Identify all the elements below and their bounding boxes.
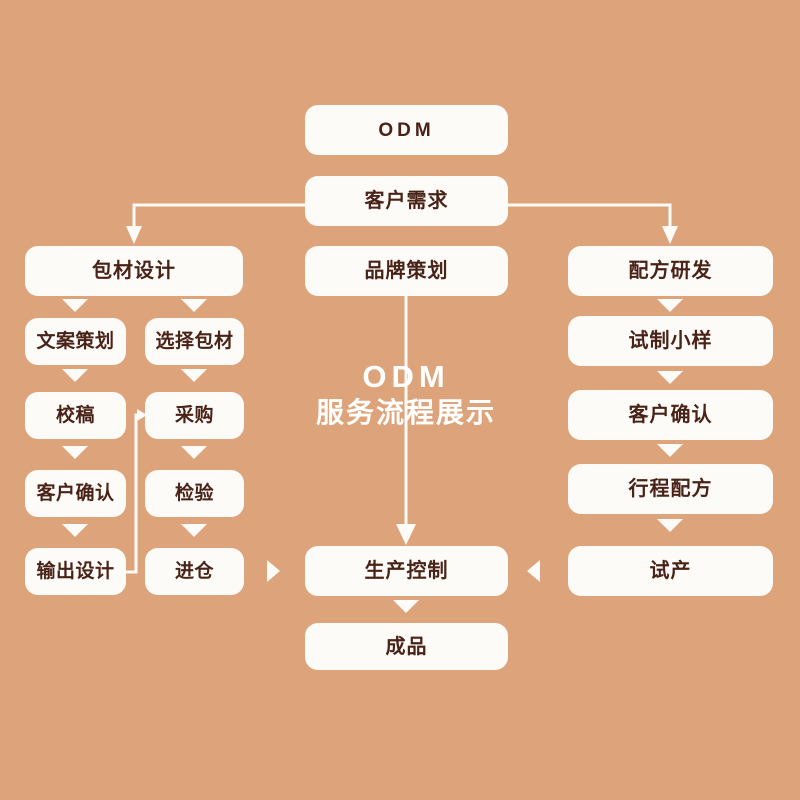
arrow-trial-sample-to-customer-confirm bbox=[657, 371, 683, 384]
node-copywriting[interactable]: 文案策划 bbox=[25, 318, 126, 365]
node-customer-demand-label: 客户需求 bbox=[364, 190, 449, 212]
node-select-package-label: 选择包材 bbox=[155, 331, 234, 352]
node-inspection-label: 检验 bbox=[174, 483, 214, 504]
arrow-production-control-to-finished-product bbox=[393, 600, 419, 613]
node-select-package[interactable]: 选择包材 bbox=[145, 318, 244, 365]
node-package-design-label: 包材设计 bbox=[92, 260, 176, 282]
node-production-control[interactable]: 生产控制 bbox=[305, 546, 508, 596]
arrow-process-formula-to-trial-production bbox=[657, 519, 683, 532]
center-watermark: ODM 服务流程展示 bbox=[300, 358, 512, 430]
node-process-formula-label: 行程配方 bbox=[628, 478, 713, 500]
arrow-package-design-to-select-package bbox=[181, 299, 207, 312]
node-finished-product-label: 成品 bbox=[385, 635, 428, 658]
node-warehousing-label: 进仓 bbox=[174, 561, 214, 582]
connector-brand-planning-to-production-control bbox=[396, 296, 416, 545]
node-copywriting-label: 文案策划 bbox=[36, 331, 115, 352]
node-warehousing[interactable]: 进仓 bbox=[145, 548, 244, 595]
arrow-warehousing-to-production-control bbox=[267, 560, 280, 582]
node-proofreading-label: 校稿 bbox=[55, 405, 95, 426]
arrow-copywriting-to-proofreading bbox=[62, 369, 88, 382]
node-customer-demand[interactable]: 客户需求 bbox=[305, 176, 508, 226]
node-brand-planning-label: 品牌策划 bbox=[364, 260, 449, 282]
node-formula-rd[interactable]: 配方研发 bbox=[568, 246, 773, 296]
arrow-purchasing-to-inspection bbox=[181, 446, 207, 459]
arrow-inspection-to-warehousing bbox=[181, 524, 207, 537]
node-trial-production[interactable]: 试产 bbox=[568, 546, 773, 596]
node-odm[interactable]: ODM bbox=[305, 105, 508, 155]
node-purchasing-label: 采购 bbox=[174, 405, 214, 426]
node-trial-production-label: 试产 bbox=[649, 560, 692, 582]
arrow-trial-production-to-production-control bbox=[527, 560, 540, 582]
node-trial-sample-label: 试制小样 bbox=[628, 330, 713, 352]
arrow-select-package-to-purchasing bbox=[181, 369, 207, 382]
node-output-design[interactable]: 输出设计 bbox=[25, 548, 126, 595]
node-purchasing[interactable]: 采购 bbox=[145, 392, 244, 439]
node-customer-confirm-right-label: 客户确认 bbox=[628, 404, 713, 426]
connector-output-design-to-purchasing bbox=[126, 409, 147, 574]
connector-customer-demand-to-package-design bbox=[126, 203, 305, 244]
arrow-proofreading-to-customer-confirm bbox=[62, 446, 88, 459]
node-customer-confirm-right[interactable]: 客户确认 bbox=[568, 390, 773, 440]
node-process-formula[interactable]: 行程配方 bbox=[568, 464, 773, 514]
arrow-customer-confirm-to-output-design bbox=[62, 524, 88, 537]
node-production-control-label: 生产控制 bbox=[364, 560, 449, 582]
node-customer-confirm-left-label: 客户确认 bbox=[36, 483, 115, 504]
arrow-customer-confirm-to-process-formula bbox=[657, 444, 683, 457]
node-trial-sample[interactable]: 试制小样 bbox=[568, 316, 773, 366]
arrow-package-design-to-copywriting bbox=[62, 299, 88, 312]
node-output-design-label: 输出设计 bbox=[36, 561, 115, 582]
node-odm-label: ODM bbox=[378, 119, 435, 141]
watermark-line-2: 服务流程展示 bbox=[315, 396, 496, 428]
node-formula-rd-label: 配方研发 bbox=[628, 260, 713, 282]
node-finished-product[interactable]: 成品 bbox=[305, 623, 508, 670]
node-inspection[interactable]: 检验 bbox=[145, 470, 244, 517]
node-package-design[interactable]: 包材设计 bbox=[25, 246, 243, 296]
node-customer-confirm-left[interactable]: 客户确认 bbox=[25, 470, 126, 517]
node-brand-planning[interactable]: 品牌策划 bbox=[305, 246, 508, 296]
node-proofreading[interactable]: 校稿 bbox=[25, 392, 126, 439]
watermark-line-1: ODM bbox=[362, 359, 450, 394]
connector-customer-demand-to-formula-rd bbox=[508, 203, 678, 244]
arrow-formula-rd-to-trial-sample bbox=[657, 299, 683, 312]
